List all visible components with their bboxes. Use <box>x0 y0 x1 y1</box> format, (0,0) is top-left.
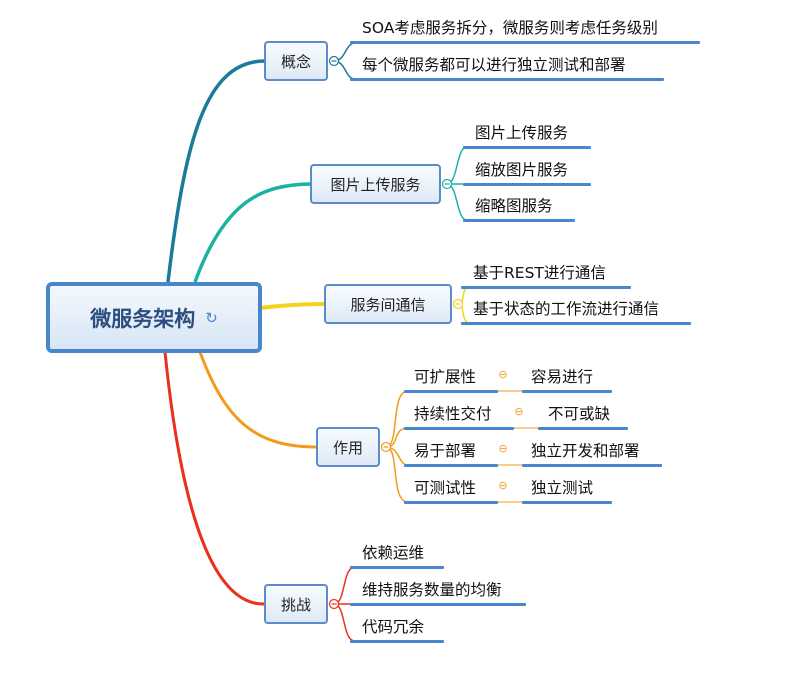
subtopic-underline <box>350 566 444 569</box>
subtopic-label: 缩略图服务 <box>475 197 553 215</box>
branch-line-concept <box>166 59 265 283</box>
subtopic-underline <box>350 41 700 44</box>
subtopic-label: 容易进行 <box>531 368 594 386</box>
collapse-minus-icon[interactable]: ⊖ <box>498 479 508 492</box>
subtopic-label: 易于部署 <box>414 442 477 460</box>
subtopic-underline <box>404 501 498 504</box>
subtopic-upload-3[interactable]: 缩略图服务 <box>475 194 553 216</box>
subtopic-concept-2[interactable]: 每个微服务都可以进行独立测试和部署 <box>362 53 626 75</box>
subtopic-label: 基于状态的工作流进行通信 <box>473 300 660 318</box>
collapse-minus-icon[interactable]: ⊖ <box>498 368 508 381</box>
subtopic-concept-1[interactable]: SOA考虑服务拆分，微服务则考虑任务级别 <box>362 16 658 38</box>
collapse-minus-icon[interactable]: ⊖ <box>514 405 524 418</box>
refresh-icon[interactable]: ↻ <box>205 308 218 327</box>
subtopic-underline <box>538 427 628 430</box>
branch-line-comm <box>259 302 325 310</box>
subtopic-label: 依赖运维 <box>362 544 425 562</box>
branch-line-upload <box>193 182 311 283</box>
subtopic-role-2[interactable]: 持续性交付 <box>414 402 492 424</box>
subtopic-underline <box>463 183 591 186</box>
topic-challenge-label: 挑战 <box>280 595 311 614</box>
subtopic-label: 可测试性 <box>414 479 477 497</box>
topic-upload-label: 图片上传服务 <box>330 175 421 194</box>
topic-concept-label: 概念 <box>280 52 311 71</box>
topic-concept[interactable]: 概念 <box>264 41 328 81</box>
subtopic-role-1-child[interactable]: 容易进行 <box>531 365 593 387</box>
subtopic-label: 图片上传服务 <box>475 124 569 142</box>
subtopic-role-4[interactable]: 可测试性 <box>414 476 476 498</box>
subtopic-label: 基于REST进行通信 <box>473 264 606 282</box>
topic-comm[interactable]: 服务间通信 <box>324 284 452 324</box>
subtopic-label: 独立开发和部署 <box>531 442 640 460</box>
subtopic-underline <box>350 640 444 643</box>
subtopic-underline <box>522 390 612 393</box>
subtopic-underline <box>461 322 691 325</box>
subtopic-underline <box>404 390 498 393</box>
subtopic-upload-2[interactable]: 缩放图片服务 <box>475 158 568 180</box>
subtopic-underline <box>350 603 526 606</box>
subtopic-comm-1[interactable]: 基于REST进行通信 <box>473 261 606 283</box>
subtopic-label: 每个微服务都可以进行独立测试和部署 <box>362 56 626 74</box>
subtopic-underline <box>463 219 575 222</box>
subtopic-underline <box>404 427 514 430</box>
subtopic-challenge-3[interactable]: 代码冗余 <box>362 615 424 637</box>
subtopic-label: 代码冗余 <box>362 618 425 636</box>
collapse-minus-icon[interactable]: ⊖ <box>498 442 508 455</box>
subtopic-label: 不可或缺 <box>548 405 611 423</box>
topic-role[interactable]: 作用 <box>316 427 380 467</box>
subtopic-label: SOA考虑服务拆分，微服务则考虑任务级别 <box>362 19 658 37</box>
subtopic-role-3-child[interactable]: 独立开发和部署 <box>531 439 640 461</box>
subtopic-underline <box>522 464 662 467</box>
subtopic-label: 维持服务数量的均衡 <box>362 581 502 599</box>
subtopic-underline <box>522 501 612 504</box>
subtopic-underline <box>463 146 591 149</box>
subtopic-challenge-2[interactable]: 维持服务数量的均衡 <box>362 578 502 600</box>
subtopic-underline <box>404 464 498 467</box>
subtopic-challenge-1[interactable]: 依赖运维 <box>362 541 424 563</box>
root-topic-label: 微服务架构 <box>90 306 196 331</box>
subtopic-role-1[interactable]: 可扩展性 <box>414 365 476 387</box>
subtopic-label: 可扩展性 <box>414 368 477 386</box>
topic-challenge[interactable]: 挑战 <box>264 584 328 624</box>
topic-role-label: 作用 <box>332 438 363 457</box>
subtopic-upload-1[interactable]: 图片上传服务 <box>475 121 568 143</box>
subtopic-role-2-child[interactable]: 不可或缺 <box>548 402 610 424</box>
topic-upload[interactable]: 图片上传服务 <box>310 164 441 204</box>
subtopic-label: 独立测试 <box>531 479 594 497</box>
subtopic-label: 持续性交付 <box>414 405 492 423</box>
subtopic-label: 缩放图片服务 <box>475 161 569 179</box>
topic-comm-label: 服务间通信 <box>350 295 426 314</box>
subtopic-underline <box>350 78 664 81</box>
subtopic-underline <box>461 286 631 289</box>
subtopic-role-3[interactable]: 易于部署 <box>414 439 476 461</box>
branch-line-role <box>198 351 317 449</box>
subtopic-role-4-child[interactable]: 独立测试 <box>531 476 593 498</box>
subtopic-comm-2[interactable]: 基于状态的工作流进行通信 <box>473 297 659 319</box>
root-topic[interactable]: 微服务架构 ↻ <box>46 282 262 353</box>
branch-line-challenge <box>163 351 265 606</box>
